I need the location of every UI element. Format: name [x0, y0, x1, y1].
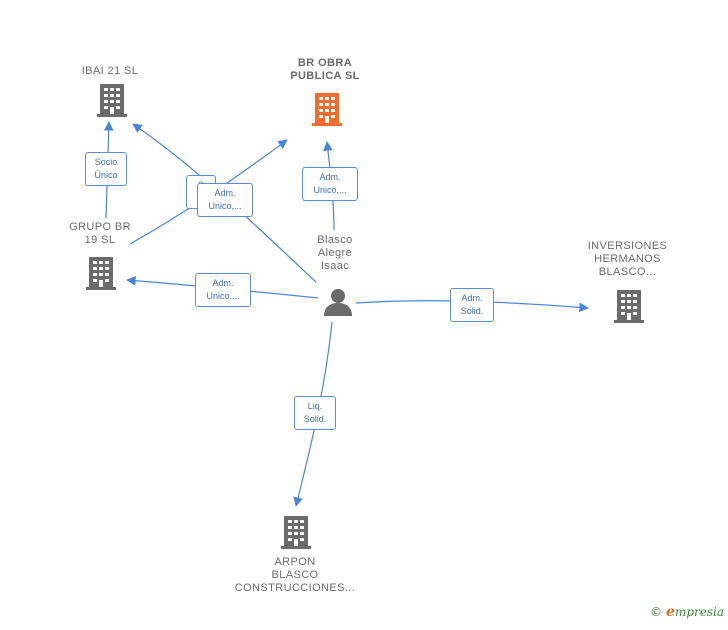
edge-label-adm-unico-3[interactable]: Adm. Unico,... — [195, 273, 251, 307]
node-label-inversiones[interactable]: INVERSIONES HERMANOS BLASCO... — [587, 240, 668, 278]
building-icon-brobra[interactable] — [312, 93, 342, 126]
edge-label-liq-solid[interactable]: Liq. Solid. — [294, 396, 336, 430]
node-label-ibai21[interactable]: IBAI 21 SL — [81, 65, 139, 77]
building-icon-inversiones[interactable] — [614, 290, 644, 323]
edge-label-adm-unico-2[interactable]: Adm. Unico,... — [302, 167, 358, 201]
node-label-arpon[interactable]: ARPON BLASCO CONSTRUCCIONES... — [234, 556, 356, 594]
edge-label-adm-solid[interactable]: Adm. Solid. — [450, 288, 494, 322]
empresia-logo: ©empresia — [650, 604, 724, 620]
node-label-brobra[interactable]: BR OBRA PUBLICA SL — [290, 57, 360, 82]
node-label-person[interactable]: Blasco Alegre Isaac — [317, 234, 353, 272]
brand-initial: e — [666, 604, 675, 620]
brand-name: mpresia — [674, 605, 724, 619]
node-label-grupobr[interactable]: GRUPO BR 19 SL — [69, 221, 131, 246]
edge-label-socio-unico[interactable]: Socio Único — [85, 152, 127, 186]
building-icon-grupobr[interactable] — [86, 257, 116, 290]
copyright-symbol: © — [650, 605, 663, 619]
building-icon-ibai21[interactable] — [97, 84, 127, 117]
edge-label-adm-unico-1[interactable]: Adm. Unico,... — [197, 183, 253, 217]
person-icon[interactable] — [324, 289, 352, 316]
building-icon-arpon[interactable] — [281, 516, 311, 549]
